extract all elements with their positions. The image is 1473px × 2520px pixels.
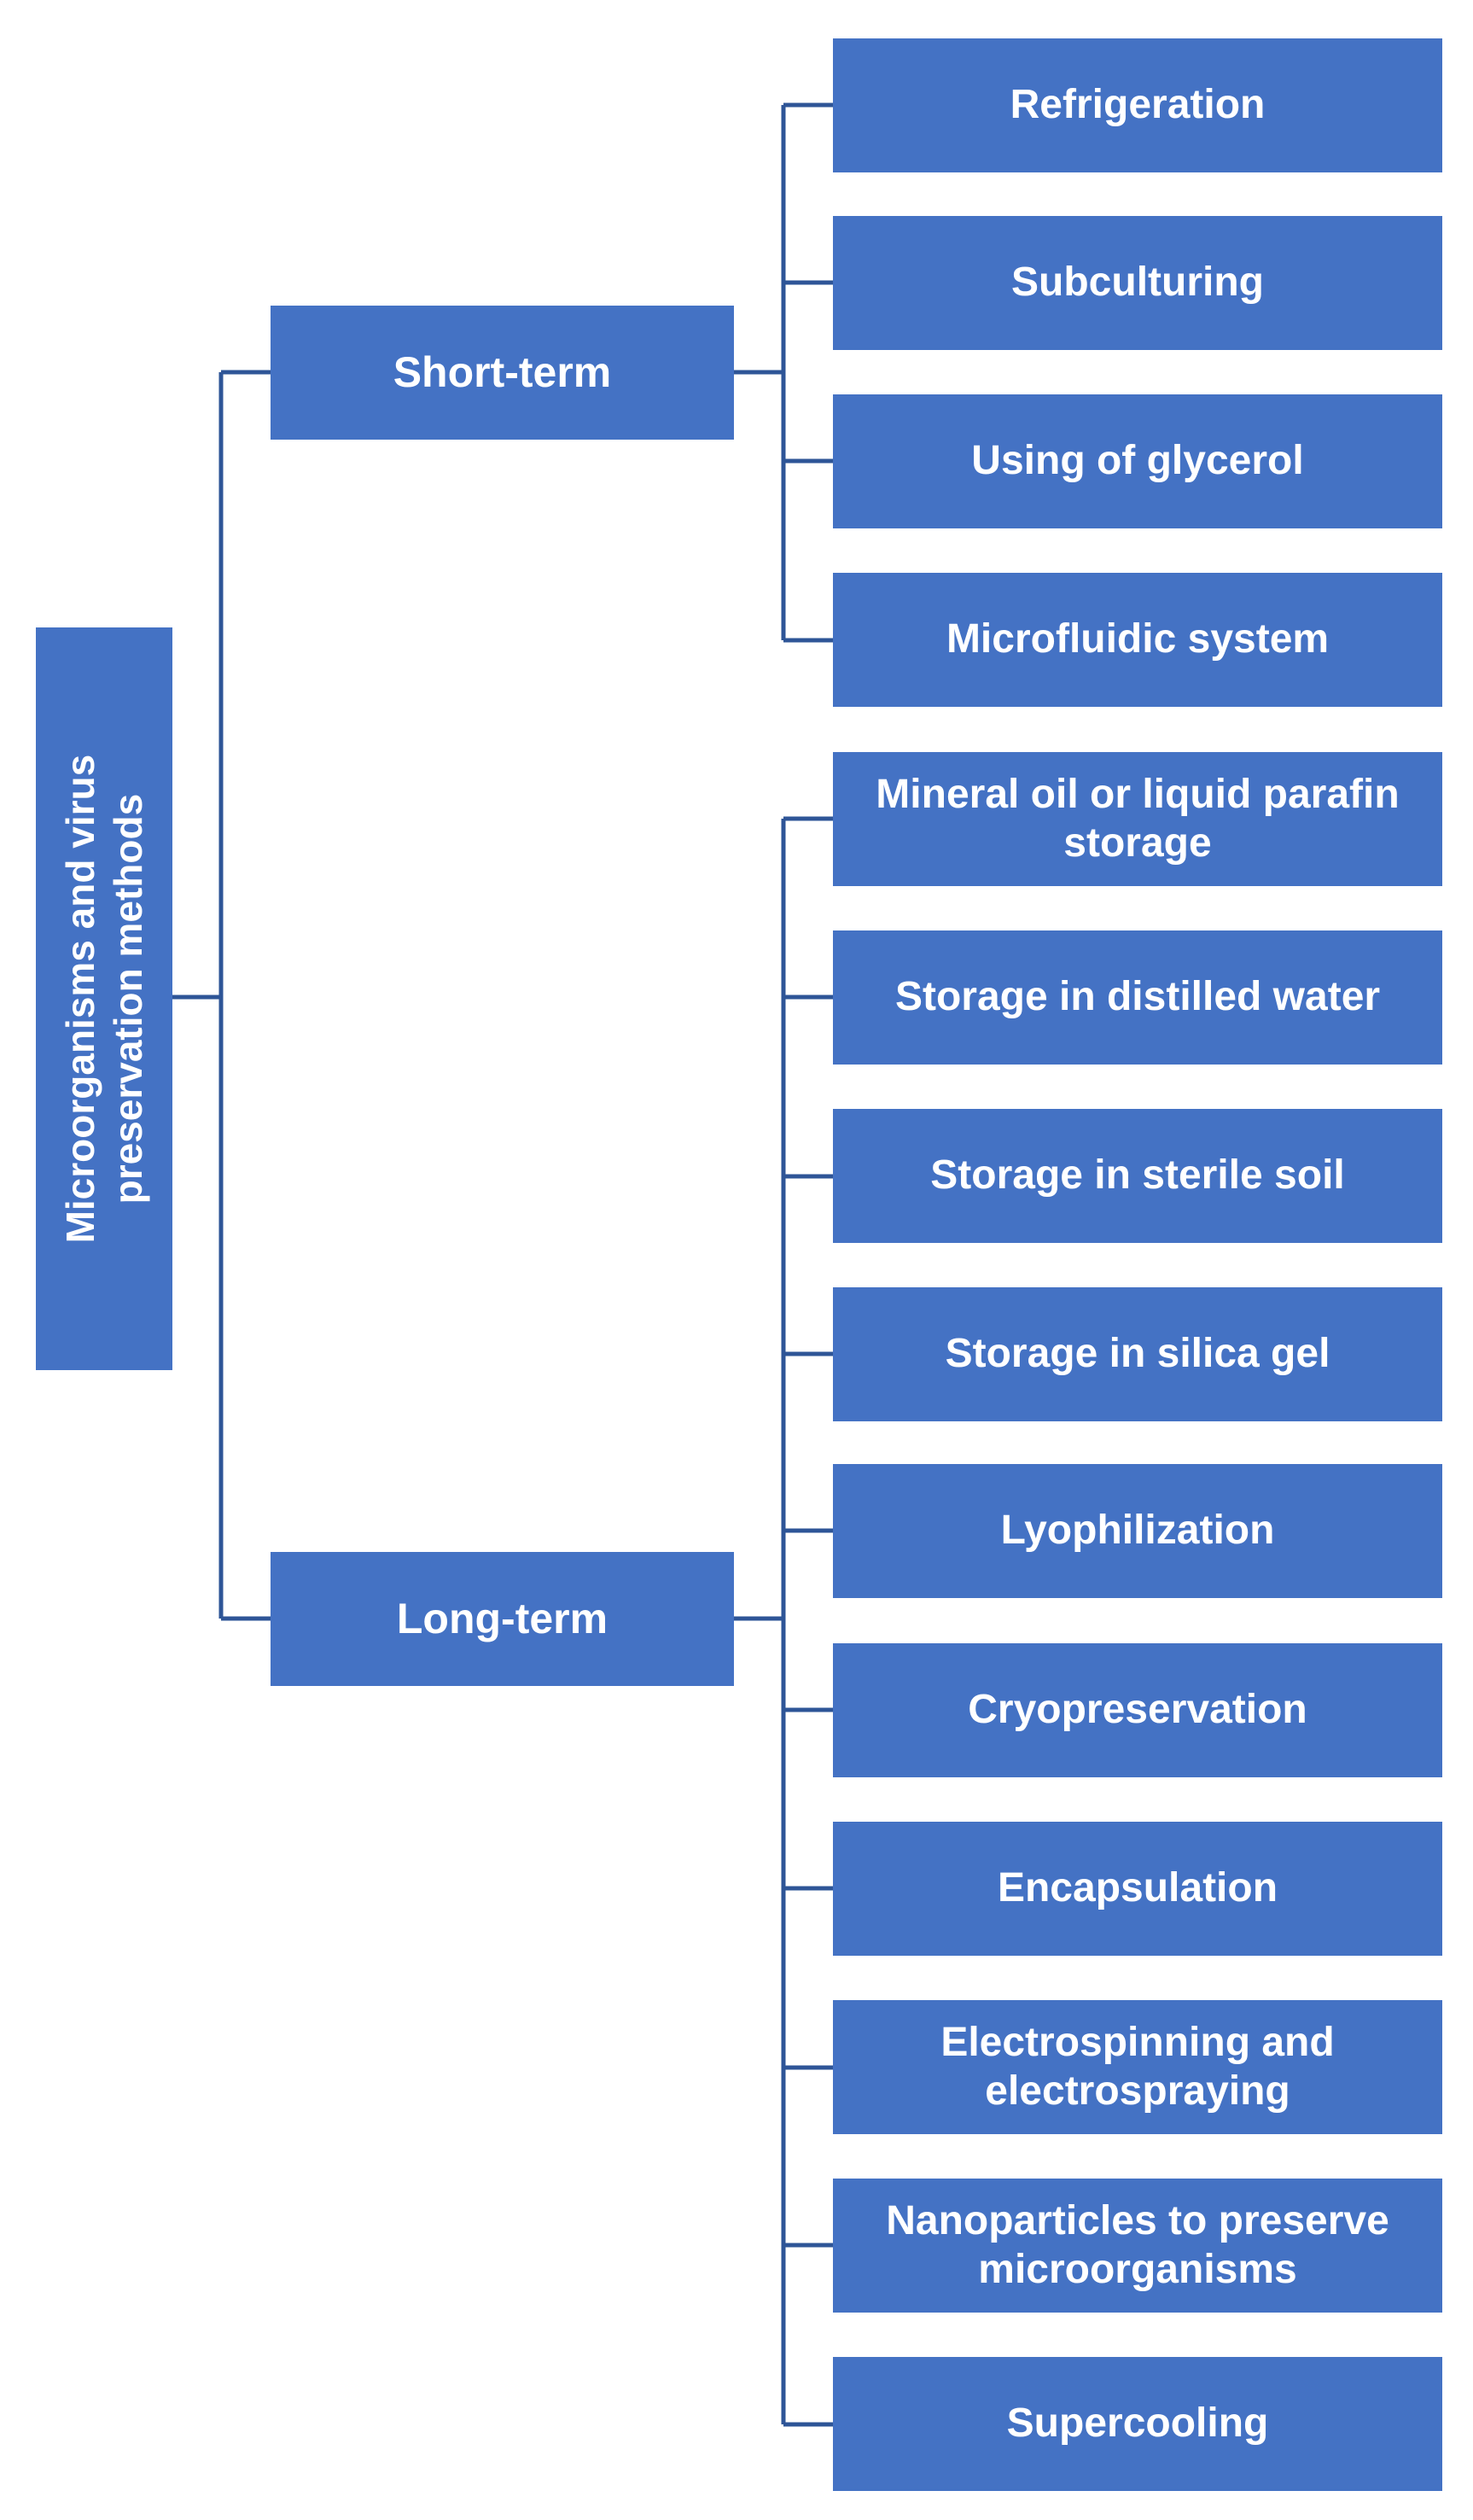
method-label: Storage in sterile soil [930, 1152, 1345, 1199]
method-box-microfluidic: Microfluidic system [833, 573, 1442, 707]
method-label: Mineral oil or liquid parafin storage [876, 771, 1400, 866]
root-node: Microorganisms and virus preservation me… [36, 627, 172, 1370]
method-box-silica-gel: Storage in silica gel [833, 1287, 1442, 1421]
method-box-electrospinning: Electrospinning and electrospraying [833, 2000, 1442, 2134]
method-label: Supercooling [1006, 2400, 1269, 2447]
method-label: Subculturing [1011, 260, 1264, 306]
method-label: Electrospinning and electrospraying [940, 2019, 1335, 2114]
method-box-encapsulation: Encapsulation [833, 1822, 1442, 1956]
method-label: Storage in distilled water [894, 974, 1381, 1020]
method-box-glycerol: Using of glycerol [833, 394, 1442, 528]
long-term-node: Long-term [271, 1552, 734, 1686]
method-label: Nanoparticles to preserve microorganisms [886, 2197, 1389, 2292]
method-box-cryopreservation: Cryopreservation [833, 1643, 1442, 1777]
root-label-line-2: preservation methods [106, 793, 151, 1205]
method-box-sterile-soil: Storage in sterile soil [833, 1109, 1442, 1243]
root-label: Microorganisms and virus preservation me… [56, 755, 152, 1244]
method-box-lyophilization: Lyophilization [833, 1464, 1442, 1598]
method-box-refrigeration: Refrigeration [833, 38, 1442, 172]
method-label: Lyophilization [1000, 1508, 1275, 1554]
method-label: Encapsulation [997, 1865, 1278, 1911]
long-term-label: Long-term [396, 1595, 608, 1642]
method-box-supercooling: Supercooling [833, 2357, 1442, 2491]
method-label: Microfluidic system [946, 616, 1330, 662]
method-box-subculturing: Subculturing [833, 216, 1442, 350]
root-label-line-1: Microorganisms and virus [57, 754, 102, 1244]
method-box-distilled-water: Storage in distilled water [833, 930, 1442, 1065]
method-box-mineral-oil: Mineral oil or liquid parafin storage [833, 752, 1442, 886]
method-label: Refrigeration [1010, 82, 1266, 128]
short-term-label: Short-term [393, 348, 612, 396]
method-label: Using of glycerol [971, 438, 1304, 484]
method-label: Storage in silica gel [945, 1331, 1330, 1377]
short-term-node: Short-term [271, 306, 734, 440]
method-box-nanoparticles: Nanoparticles to preserve microorganisms [833, 2179, 1442, 2313]
method-label: Cryopreservation [968, 1687, 1307, 1733]
